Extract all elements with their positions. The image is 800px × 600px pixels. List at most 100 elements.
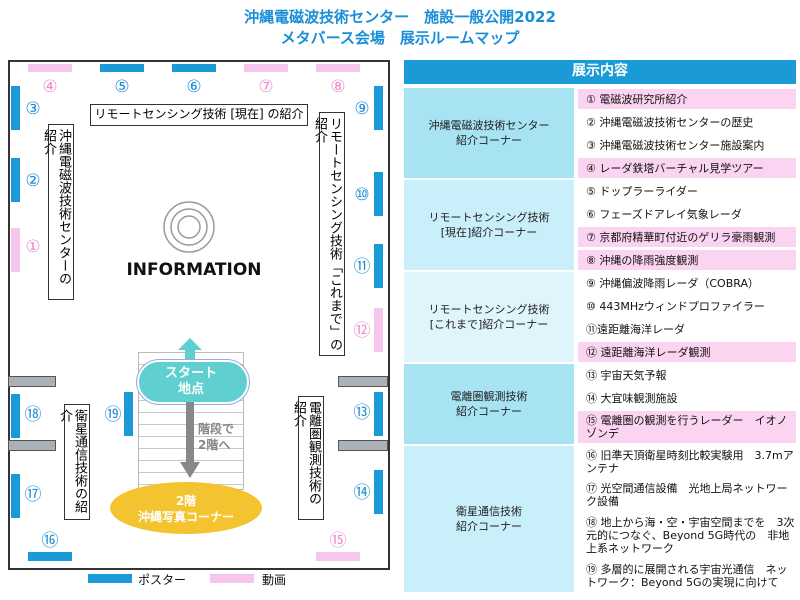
group-name-line1: リモートセンシング技術: [428, 303, 550, 316]
group-name-line2: 紹介コーナー: [456, 405, 522, 418]
wall-right-lower: [338, 440, 388, 451]
wall-right-upper: [338, 376, 388, 387]
exhibit-row-15[interactable]: ⑮ 電離圏の観測を行うレーダー イオノゾンデ: [578, 411, 796, 443]
spot-11[interactable]: ⑪: [353, 257, 371, 277]
poster-marker-17[interactable]: [11, 474, 20, 518]
exhibit-row-1[interactable]: ① 電磁波研究所紹介: [578, 89, 796, 109]
exhibit-row-9[interactable]: ⑨ 沖縄偏波降雨レーダ（COBRA）: [578, 273, 796, 293]
group-remote-sensing-past: リモートセンシング技術 [これまで]紹介コーナー: [404, 272, 574, 362]
group-name-line2: 紹介コーナー: [456, 134, 522, 147]
legend-video-swatch: [210, 574, 254, 583]
spot-8[interactable]: ⑧: [330, 77, 346, 97]
exhibit-row-18[interactable]: ⑱ 地上から海・空・宇宙空間までを 3次元的につなぐ、Beyond 5G時代の …: [578, 513, 796, 557]
spot-18[interactable]: ⑱: [24, 405, 42, 425]
corner-label-satellite-comm: 衛星通信技術の紹介: [57, 404, 90, 520]
wall-left-upper: [8, 376, 56, 387]
wall-left-lower: [8, 440, 56, 451]
exhibit-row-17[interactable]: ⑰ 光空間通信設備 光地上局ネットワーク設備: [578, 480, 796, 510]
spot-3[interactable]: ③: [25, 99, 41, 119]
poster-marker-3[interactable]: [11, 86, 20, 130]
poster-marker-16[interactable]: [28, 552, 72, 561]
spot-1[interactable]: ①: [25, 237, 41, 257]
information-label: INFORMATION: [126, 260, 262, 280]
group-name-line1: 電離圏観測技術: [450, 390, 528, 403]
poster-marker-10[interactable]: [374, 172, 383, 216]
poster-marker-11[interactable]: [374, 244, 383, 288]
spot-14[interactable]: ⑭: [353, 483, 371, 503]
exhibit-row-3[interactable]: ③ 沖縄電磁波技術センター施設案内: [578, 135, 796, 155]
stairs-label-line2: 2階へ: [198, 438, 231, 452]
spot-7[interactable]: ⑦: [258, 77, 274, 97]
exhibit-row-12[interactable]: ⑫ 遠距離海洋レーダ観測: [578, 342, 796, 362]
stairs-arrow-shaft: [186, 402, 194, 466]
exhibit-row-14[interactable]: ⑭ 大宜味観測施設: [578, 388, 796, 408]
group-okinawa-center: 沖縄電磁波技術センター紹介コーナー: [404, 88, 574, 178]
exhibit-row-8[interactable]: ⑧ 沖縄の降雨強度観測: [578, 250, 796, 270]
poster-marker-14[interactable]: [374, 470, 383, 514]
corner-label-remote-sensing-past: リモートセンシング技術「これまで」の紹介: [312, 112, 345, 356]
corner-label-remote-sensing-now: リモートセンシング技術 [現在] の紹介: [90, 104, 308, 126]
exhibit-row-13[interactable]: ⑬ 宇宙天気予報: [578, 365, 796, 385]
page-title: 沖縄電磁波技術センター 施設一般公開2022: [244, 8, 556, 26]
exhibit-row-6[interactable]: ⑥ フェーズドアレイ気象レーダ: [578, 204, 796, 224]
group-satellite-comm: 衛星通信技術紹介コーナー: [404, 446, 574, 592]
video-marker-4[interactable]: [28, 64, 72, 72]
poster-marker-19[interactable]: [124, 392, 133, 436]
up-arrow-icon: [178, 338, 202, 362]
stairs-label-line1: 階段で: [198, 422, 235, 436]
exhibit-row-2[interactable]: ② 沖縄電磁波技術センターの歴史: [578, 112, 796, 132]
spot-13[interactable]: ⑬: [353, 403, 371, 423]
poster-marker-18[interactable]: [11, 394, 20, 438]
spot-19[interactable]: ⑲: [104, 405, 122, 425]
group-name-line1: リモートセンシング技術: [428, 211, 550, 224]
start-label-line1: スタート: [164, 366, 217, 381]
exhibit-row-7[interactable]: ⑦ 京都府精華町付近のゲリラ豪雨観測: [578, 227, 796, 247]
spot-10[interactable]: ⑩: [354, 185, 370, 205]
spot-9[interactable]: ⑨: [354, 99, 370, 119]
spot-12[interactable]: ⑫: [353, 321, 371, 341]
floor2-label-line1: 2階: [175, 494, 197, 508]
corner-label-ionosphere: 電離圏観測技術の紹介: [291, 396, 324, 520]
legend-video-label: 動画: [262, 573, 287, 587]
legend-poster-swatch: [88, 574, 132, 583]
spot-6[interactable]: ⑥: [186, 77, 202, 97]
group-name-line2: [これまで]紹介コーナー: [429, 318, 549, 331]
poster-marker-9[interactable]: [374, 86, 383, 130]
group-ionosphere: 電離圏観測技術紹介コーナー: [404, 364, 574, 444]
group-name-line2: [現在]紹介コーナー: [440, 226, 538, 239]
poster-marker-13[interactable]: [374, 392, 383, 436]
spot-17[interactable]: ⑰: [24, 485, 42, 505]
spot-5[interactable]: ⑤: [114, 77, 130, 97]
group-name-line1: 沖縄電磁波技術センター: [428, 119, 550, 132]
video-marker-7[interactable]: [244, 64, 288, 72]
group-remote-sensing-now: リモートセンシング技術 [現在]紹介コーナー: [404, 180, 574, 270]
table-header: 展示内容: [404, 60, 796, 84]
exhibit-table: 展示内容 沖縄電磁波技術センター紹介コーナー ① 電磁波研究所紹介 ② 沖縄電磁…: [404, 60, 796, 592]
corner-label-okinawa-center: 沖縄電磁波技術センターの紹介: [41, 124, 74, 300]
exhibit-row-19[interactable]: ⑲ 多層的に展開される宇宙光通信 ネットワーク：Beyond 5Gの実現に向けて: [578, 560, 796, 592]
floor2-photo-corner[interactable]: [110, 482, 262, 534]
poster-marker-5[interactable]: [100, 64, 144, 72]
page-subtitle: メタバース会場 展示ルームマップ: [280, 29, 520, 47]
video-marker-1[interactable]: [11, 228, 20, 272]
information-desk-icon[interactable]: [162, 200, 216, 254]
poster-marker-6[interactable]: [172, 64, 216, 72]
group-name-line1: 衛星通信技術: [456, 505, 522, 518]
poster-marker-2[interactable]: [11, 158, 20, 202]
exhibit-row-4[interactable]: ④ レーダ鉄塔バーチャル見学ツアー: [578, 158, 796, 178]
floor2-label-line2: 沖縄写真コーナー: [137, 510, 234, 524]
exhibit-row-16[interactable]: ⑯ 旧準天頂衛星時刻比較実験用 3.7mアンテナ: [578, 447, 796, 477]
spot-16[interactable]: ⑯: [41, 531, 59, 551]
exhibit-row-5[interactable]: ⑤ ドップラーライダー: [578, 181, 796, 201]
video-marker-8[interactable]: [316, 64, 360, 72]
start-label-line2: 地点: [177, 382, 204, 397]
spot-2[interactable]: ②: [25, 171, 41, 191]
video-marker-12[interactable]: [374, 308, 383, 352]
down-arrow-icon: [180, 462, 200, 478]
spot-15[interactable]: ⑮: [329, 531, 347, 551]
exhibit-row-11[interactable]: ⑪遠距離海洋レーダ: [578, 319, 796, 339]
group-name-line2: 紹介コーナー: [456, 520, 522, 533]
exhibit-row-10[interactable]: ⑩ 443MHzウィンドプロファイラー: [578, 296, 796, 316]
video-marker-15[interactable]: [316, 552, 360, 561]
spot-4[interactable]: ④: [42, 77, 58, 97]
